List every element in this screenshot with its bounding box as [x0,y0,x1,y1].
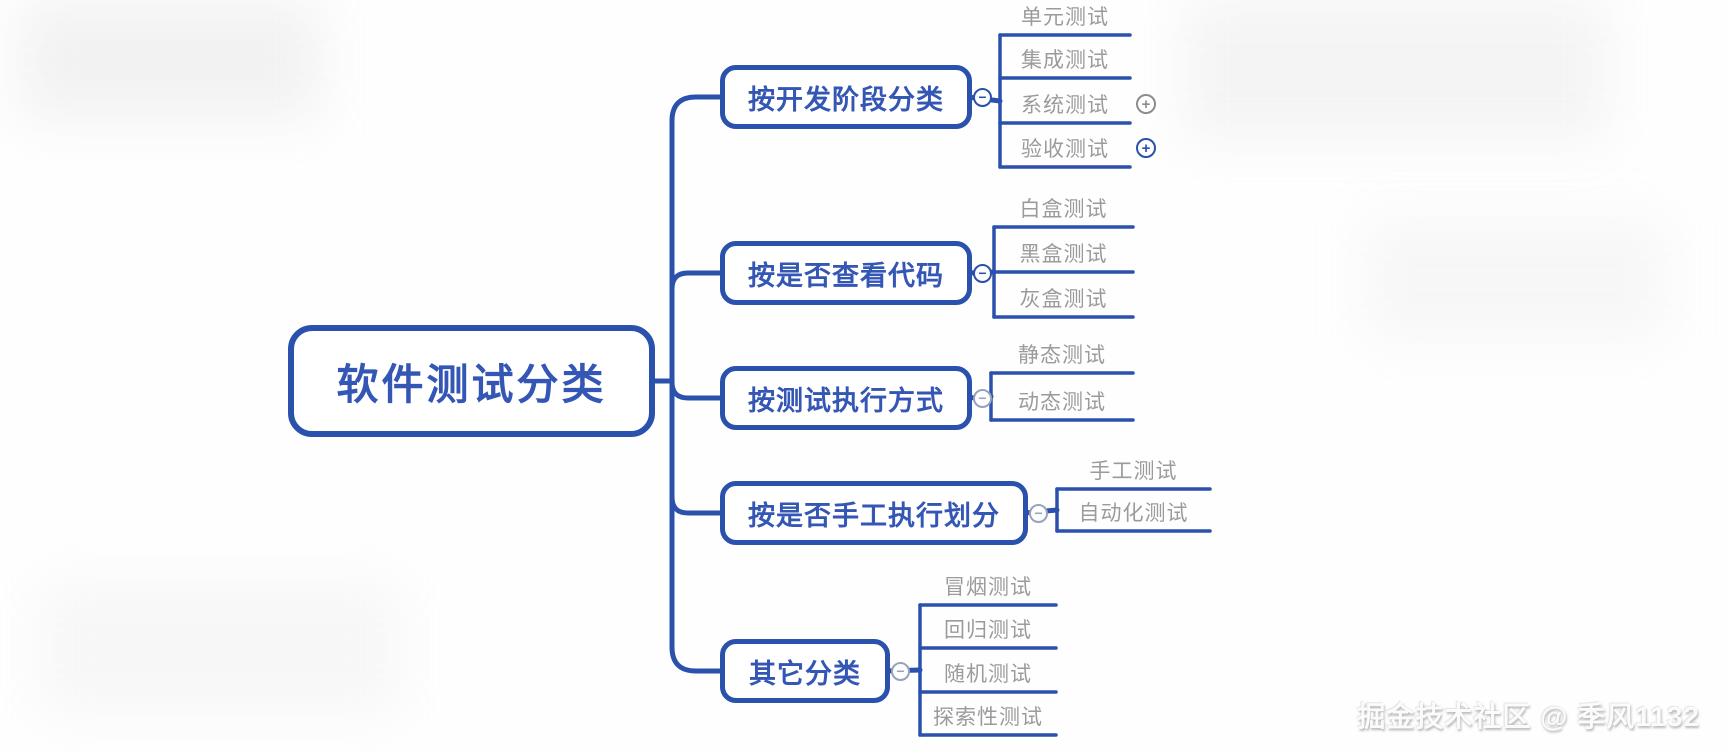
leaf-node-label: 黑盒测试 [1019,243,1108,266]
collapse-icon[interactable]: − [973,388,992,408]
branch-node-label: 按是否手工执行划分 [748,500,1000,531]
branch-node-label: 按是否查看代码 [748,260,944,291]
leaf-node[interactable]: 手工测试 [1061,455,1206,485]
leaf-node-label: 单元测试 [1021,6,1109,29]
leaf-node-label: 回归测试 [944,619,1032,642]
leaf-node[interactable]: 静态测试 [995,339,1129,369]
leaf-node-label: 静态测试 [1018,344,1106,367]
leaf-node-label: 系统测试 [1021,94,1109,117]
leaf-node[interactable]: 动态测试 [995,386,1129,416]
leaf-node-label: 探索性测试 [933,706,1043,729]
leaf-node[interactable]: 黑盒测试 [998,238,1129,268]
watermark: 掘金技术社区 @ 季风1132 [1357,701,1700,732]
leaf-node[interactable]: 单元测试 [1004,1,1126,31]
expand-icon[interactable]: + [1136,94,1156,114]
branch-node-code-visibility[interactable]: 按是否查看代码 [720,241,972,305]
collapse-icon[interactable]: − [973,87,992,107]
leaf-node-label: 手工测试 [1089,460,1178,483]
branch-node-label: 按开发阶段分类 [748,84,944,115]
leaf-node-label: 动态测试 [1018,391,1106,414]
leaf-node[interactable]: 灰盒测试 [998,283,1129,313]
leaf-node-label: 集成测试 [1021,49,1109,72]
branch-node-label: 其它分类 [749,658,861,689]
leaf-node-label: 冒烟测试 [944,576,1032,599]
leaf-node[interactable]: 随机测试 [924,658,1052,688]
leaf-node[interactable]: 验收测试 [1004,133,1126,163]
leaf-node[interactable]: 冒烟测试 [924,571,1052,601]
branch-node-manual-or-auto[interactable]: 按是否手工执行划分 [720,481,1028,545]
collapse-icon[interactable]: − [891,661,910,681]
collapse-icon[interactable]: − [1029,503,1048,523]
collapse-icon[interactable]: − [973,263,992,283]
leaf-node[interactable]: 系统测试 [1004,89,1126,119]
leaf-node-label: 验收测试 [1021,138,1109,161]
branch-node-label: 按测试执行方式 [748,385,944,416]
leaf-node-label: 灰盒测试 [1019,288,1108,311]
branch-node-dev-stage[interactable]: 按开发阶段分类 [720,65,972,129]
leaf-node[interactable]: 自动化测试 [1061,497,1206,527]
branch-node-other[interactable]: 其它分类 [720,639,890,703]
leaf-node-label: 随机测试 [944,663,1032,686]
leaf-node[interactable]: 集成测试 [1004,44,1126,74]
root-node[interactable]: 软件测试分类 [288,325,655,437]
branch-node-execution-mode[interactable]: 按测试执行方式 [720,366,972,430]
leaf-node[interactable]: 白盒测试 [998,193,1129,223]
leaf-node[interactable]: 回归测试 [924,614,1052,644]
leaf-node-label: 白盒测试 [1019,198,1108,221]
leaf-node-label: 自动化测试 [1078,502,1189,525]
root-node-label: 软件测试分类 [336,360,607,408]
expand-icon[interactable]: + [1136,138,1156,158]
leaf-node[interactable]: 探索性测试 [924,701,1052,731]
